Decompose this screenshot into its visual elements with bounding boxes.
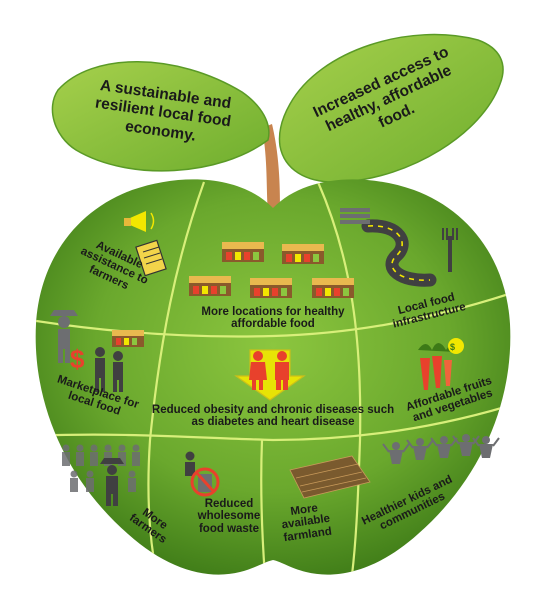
people-icon bbox=[249, 351, 289, 390]
road-icon bbox=[361, 219, 437, 287]
dollar-icon: $ bbox=[70, 344, 85, 374]
waste-text: Reduced wholesome food waste bbox=[197, 498, 261, 535]
svg-text:$: $ bbox=[70, 344, 85, 374]
left-leaf bbox=[51, 61, 270, 172]
stem bbox=[262, 124, 280, 212]
person-trash-icon bbox=[185, 451, 195, 476]
vegetables-icon: $ bbox=[418, 338, 464, 390]
farm-building-icon bbox=[340, 208, 370, 224]
clipboard-icon bbox=[135, 239, 167, 277]
no-waste-icon bbox=[190, 467, 220, 497]
grid-lines bbox=[35, 181, 511, 575]
kids-icon bbox=[382, 434, 500, 464]
market-stall-icon bbox=[112, 330, 144, 347]
farmland-icon bbox=[289, 455, 371, 499]
right-leaf bbox=[278, 33, 504, 183]
shoppers-icon bbox=[95, 347, 123, 392]
farmer-icon bbox=[100, 458, 124, 506]
farmer-icon bbox=[50, 310, 78, 363]
svg-text:$: $ bbox=[450, 342, 455, 352]
market-stall-icons bbox=[189, 242, 354, 298]
megaphone-icon bbox=[124, 211, 155, 232]
center-top-text: More locations for healthy affordable fo… bbox=[201, 306, 345, 331]
center-middle-text: Reduced obesity and chronic diseases suc… bbox=[151, 404, 395, 429]
fork-icon bbox=[442, 228, 458, 272]
